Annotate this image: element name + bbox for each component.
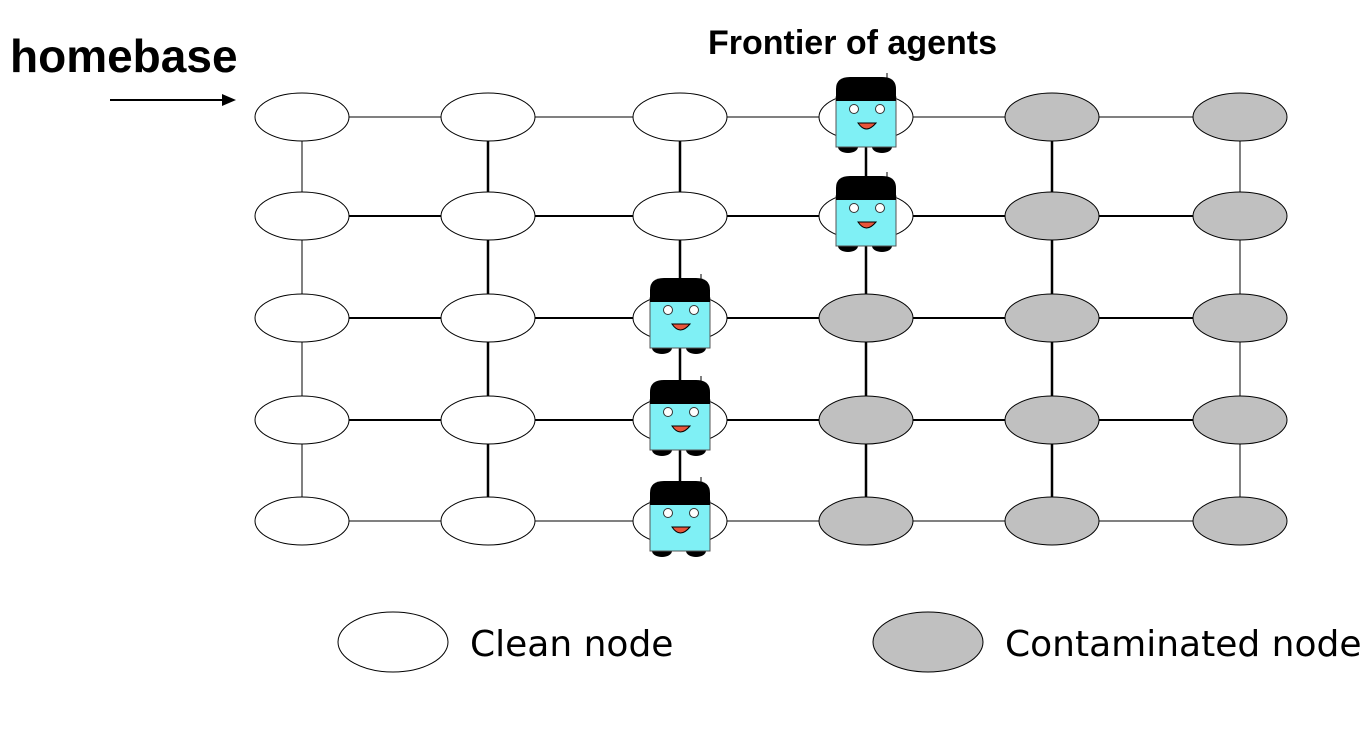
contaminated-node xyxy=(1192,191,1288,241)
legend: Clean node Contaminated node xyxy=(337,611,1362,673)
clean-node xyxy=(254,92,350,142)
clean-node xyxy=(440,191,536,241)
clean-node xyxy=(632,92,728,142)
contaminated-node xyxy=(1004,496,1100,546)
clean-node xyxy=(440,496,536,546)
robot-agent-icon xyxy=(649,274,711,354)
contaminated-node xyxy=(818,395,914,445)
robot-agent-icon xyxy=(835,73,897,153)
contaminated-node xyxy=(1004,395,1100,445)
clean-node xyxy=(440,293,536,343)
contaminated-node xyxy=(1004,293,1100,343)
contaminated-node xyxy=(818,293,914,343)
clean-node xyxy=(440,395,536,445)
clean-node xyxy=(632,191,728,241)
contaminated-node xyxy=(1004,191,1100,241)
node-layer xyxy=(254,92,1288,546)
clean-node xyxy=(254,496,350,546)
clean-node xyxy=(254,395,350,445)
robot-agent-icon xyxy=(835,172,897,252)
legend-clean-node xyxy=(337,611,449,673)
contaminated-node xyxy=(1192,496,1288,546)
agent-layer xyxy=(649,73,897,557)
legend-contaminated-label: Contaminated node xyxy=(1005,624,1362,665)
legend-contaminated-node xyxy=(872,611,984,673)
clean-node xyxy=(440,92,536,142)
arrow-right-icon xyxy=(110,94,236,106)
homebase-label: homebase xyxy=(10,30,238,82)
contaminated-node xyxy=(818,496,914,546)
contaminated-node xyxy=(1004,92,1100,142)
contaminated-node xyxy=(1192,293,1288,343)
clean-node xyxy=(254,293,350,343)
frontier-label: Frontier of agents xyxy=(708,24,997,62)
robot-agent-icon xyxy=(649,477,711,557)
contaminated-node xyxy=(1192,92,1288,142)
robot-agent-icon xyxy=(649,376,711,456)
contaminated-node xyxy=(1192,395,1288,445)
legend-clean-label: Clean node xyxy=(470,624,673,665)
clean-node xyxy=(254,191,350,241)
